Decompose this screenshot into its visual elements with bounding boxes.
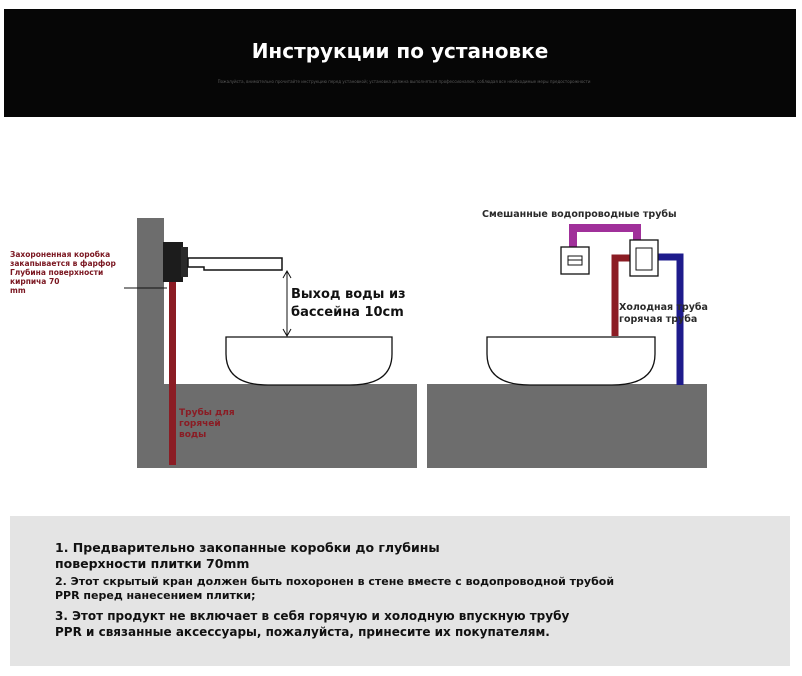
header-subtitle: Пожалуйста, внимательно прочитайте инстр…	[217, 79, 591, 84]
right-mixed-pipe	[569, 224, 641, 248]
page-title: Инструкции по установке	[251, 39, 549, 63]
cold-pipe-label: Холодная труба	[619, 302, 708, 313]
mixed-pipes-label: Смешанные водопроводные трубы	[482, 209, 677, 220]
left-hot-pipe-label: Трубы для горячей воды	[179, 408, 235, 440]
note-3: 3. Этот продукт не включает в себя горяч…	[55, 609, 570, 639]
right-counter	[427, 384, 707, 468]
hot-pipe-label: горячая труба	[619, 314, 698, 325]
buried-box	[163, 242, 183, 282]
outlet-height-label: Выход воды из бассейна 10cm	[291, 287, 406, 320]
right-cold-pipe	[655, 253, 684, 385]
note-2: 2. Этот скрытый кран должен быть похорон…	[55, 575, 615, 602]
notes-panel: 1. Предварительно закопанные коробки до …	[10, 516, 790, 666]
left-hot-pipe	[169, 280, 176, 465]
outlet-arrow-bottom	[282, 328, 292, 338]
left-diagram	[124, 218, 417, 468]
diagram-drawing	[124, 218, 707, 468]
installation-diagram: Захороненная коробка закапывается в фарф…	[0, 120, 802, 480]
buried-box-plate	[181, 247, 188, 277]
header-banner: Инструкции по установке Пожалуйста, вним…	[4, 9, 796, 117]
right-diagram	[427, 224, 707, 468]
valve-inner	[635, 247, 653, 271]
buried-box-label: Захороненная коробка закапывается в фарф…	[10, 250, 116, 295]
left-counter	[137, 384, 417, 468]
right-hot-pipe	[611, 254, 633, 336]
spout	[187, 257, 283, 271]
right-basin	[486, 336, 656, 386]
left-basin	[225, 336, 393, 386]
note-1: 1. Предварительно закопанные коробки до …	[55, 540, 440, 571]
outlet-arrow-top	[282, 269, 292, 279]
